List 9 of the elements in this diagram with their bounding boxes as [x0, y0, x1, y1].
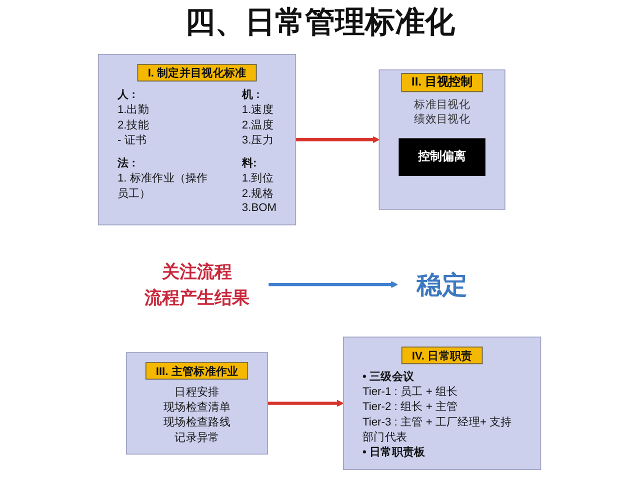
arrow [296, 136, 380, 144]
node-text: 关注流程 流程产生结果 [144, 261, 250, 308]
title: 四、日常管理标准化 [184, 5, 456, 41]
node-box: IV. 日常职责 • 三级会议 Tier-1 : 员工 + 组长 Tier-2 : 组长 + 主管 Tier-3 : 主管 + 工厂经理+ 支持部门代表 • 日常职责板 [343, 336, 542, 470]
node-box: I. 制定并目视化标准 人 : 1.出勤 2.技能 - 证书 机 : 1.速度 2.温度 3.压力 法 : 1. 标准作业（操作员工） 料: 1.到位 2.规格 3.BOM [98, 54, 297, 226]
arrow [268, 400, 344, 407]
node-box: III. 主管标准作业 日程安排 现场检查清单 现场检查路线 记录异常 [126, 352, 268, 455]
arrow [269, 281, 398, 288]
node-box: 控制偏离 [399, 138, 486, 176]
